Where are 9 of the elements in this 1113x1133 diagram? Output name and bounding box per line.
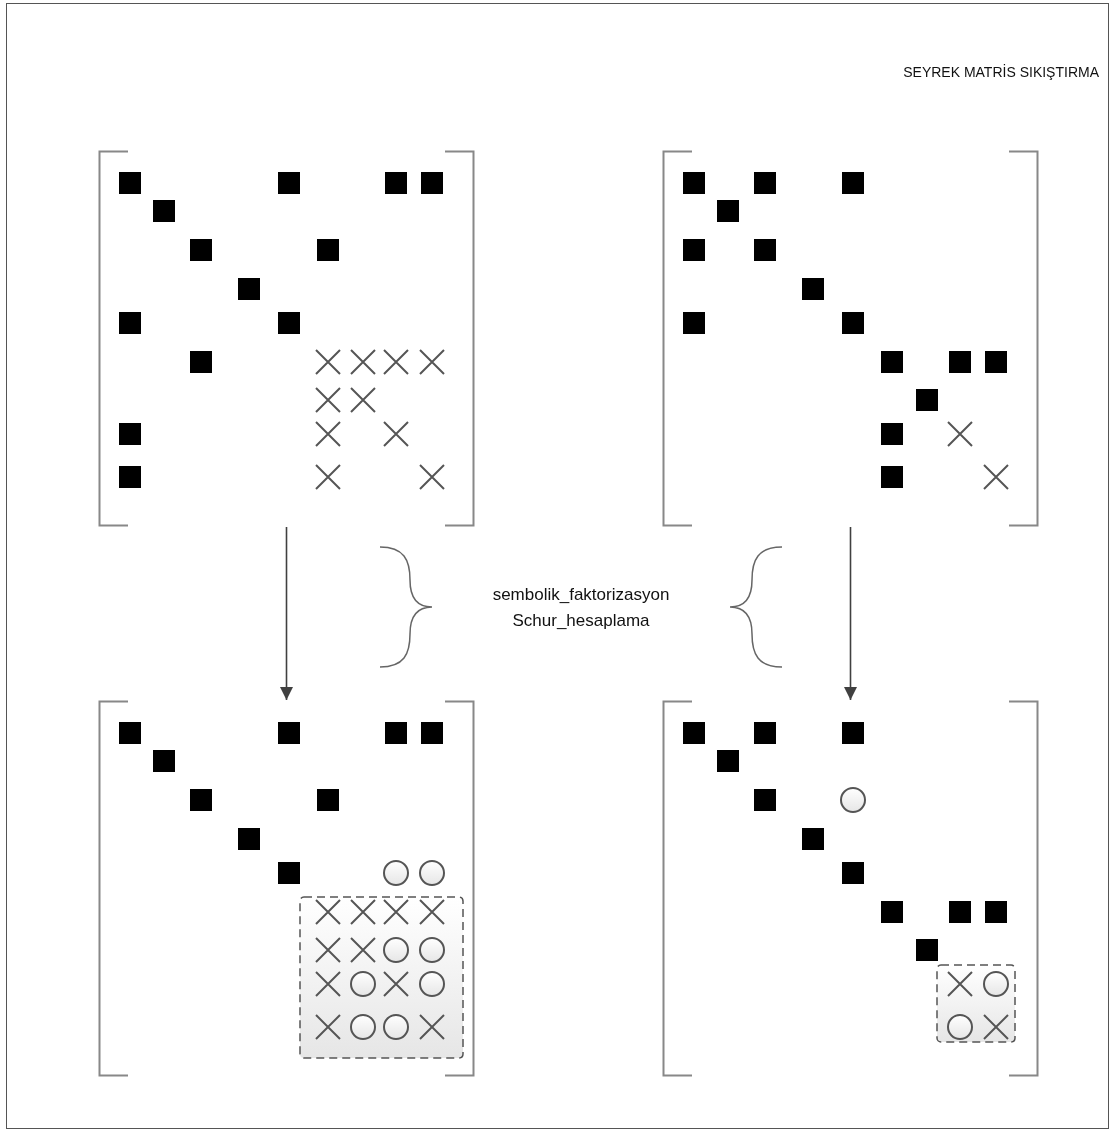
sparse-matrix-drawing <box>662 700 1039 1077</box>
title: SEYREK MATRİS SIKIŞTIRMA <box>903 63 1099 82</box>
arrow <box>844 526 857 701</box>
sparse-matrix-drawing <box>98 150 475 527</box>
step-label: Schur_hesaplama <box>512 610 650 632</box>
arrow <box>280 526 293 701</box>
sparse-matrix-drawing <box>662 150 1039 527</box>
step-label: sembolik_faktorizasyon <box>492 584 670 606</box>
sparse-matrix-drawing <box>98 700 475 1077</box>
